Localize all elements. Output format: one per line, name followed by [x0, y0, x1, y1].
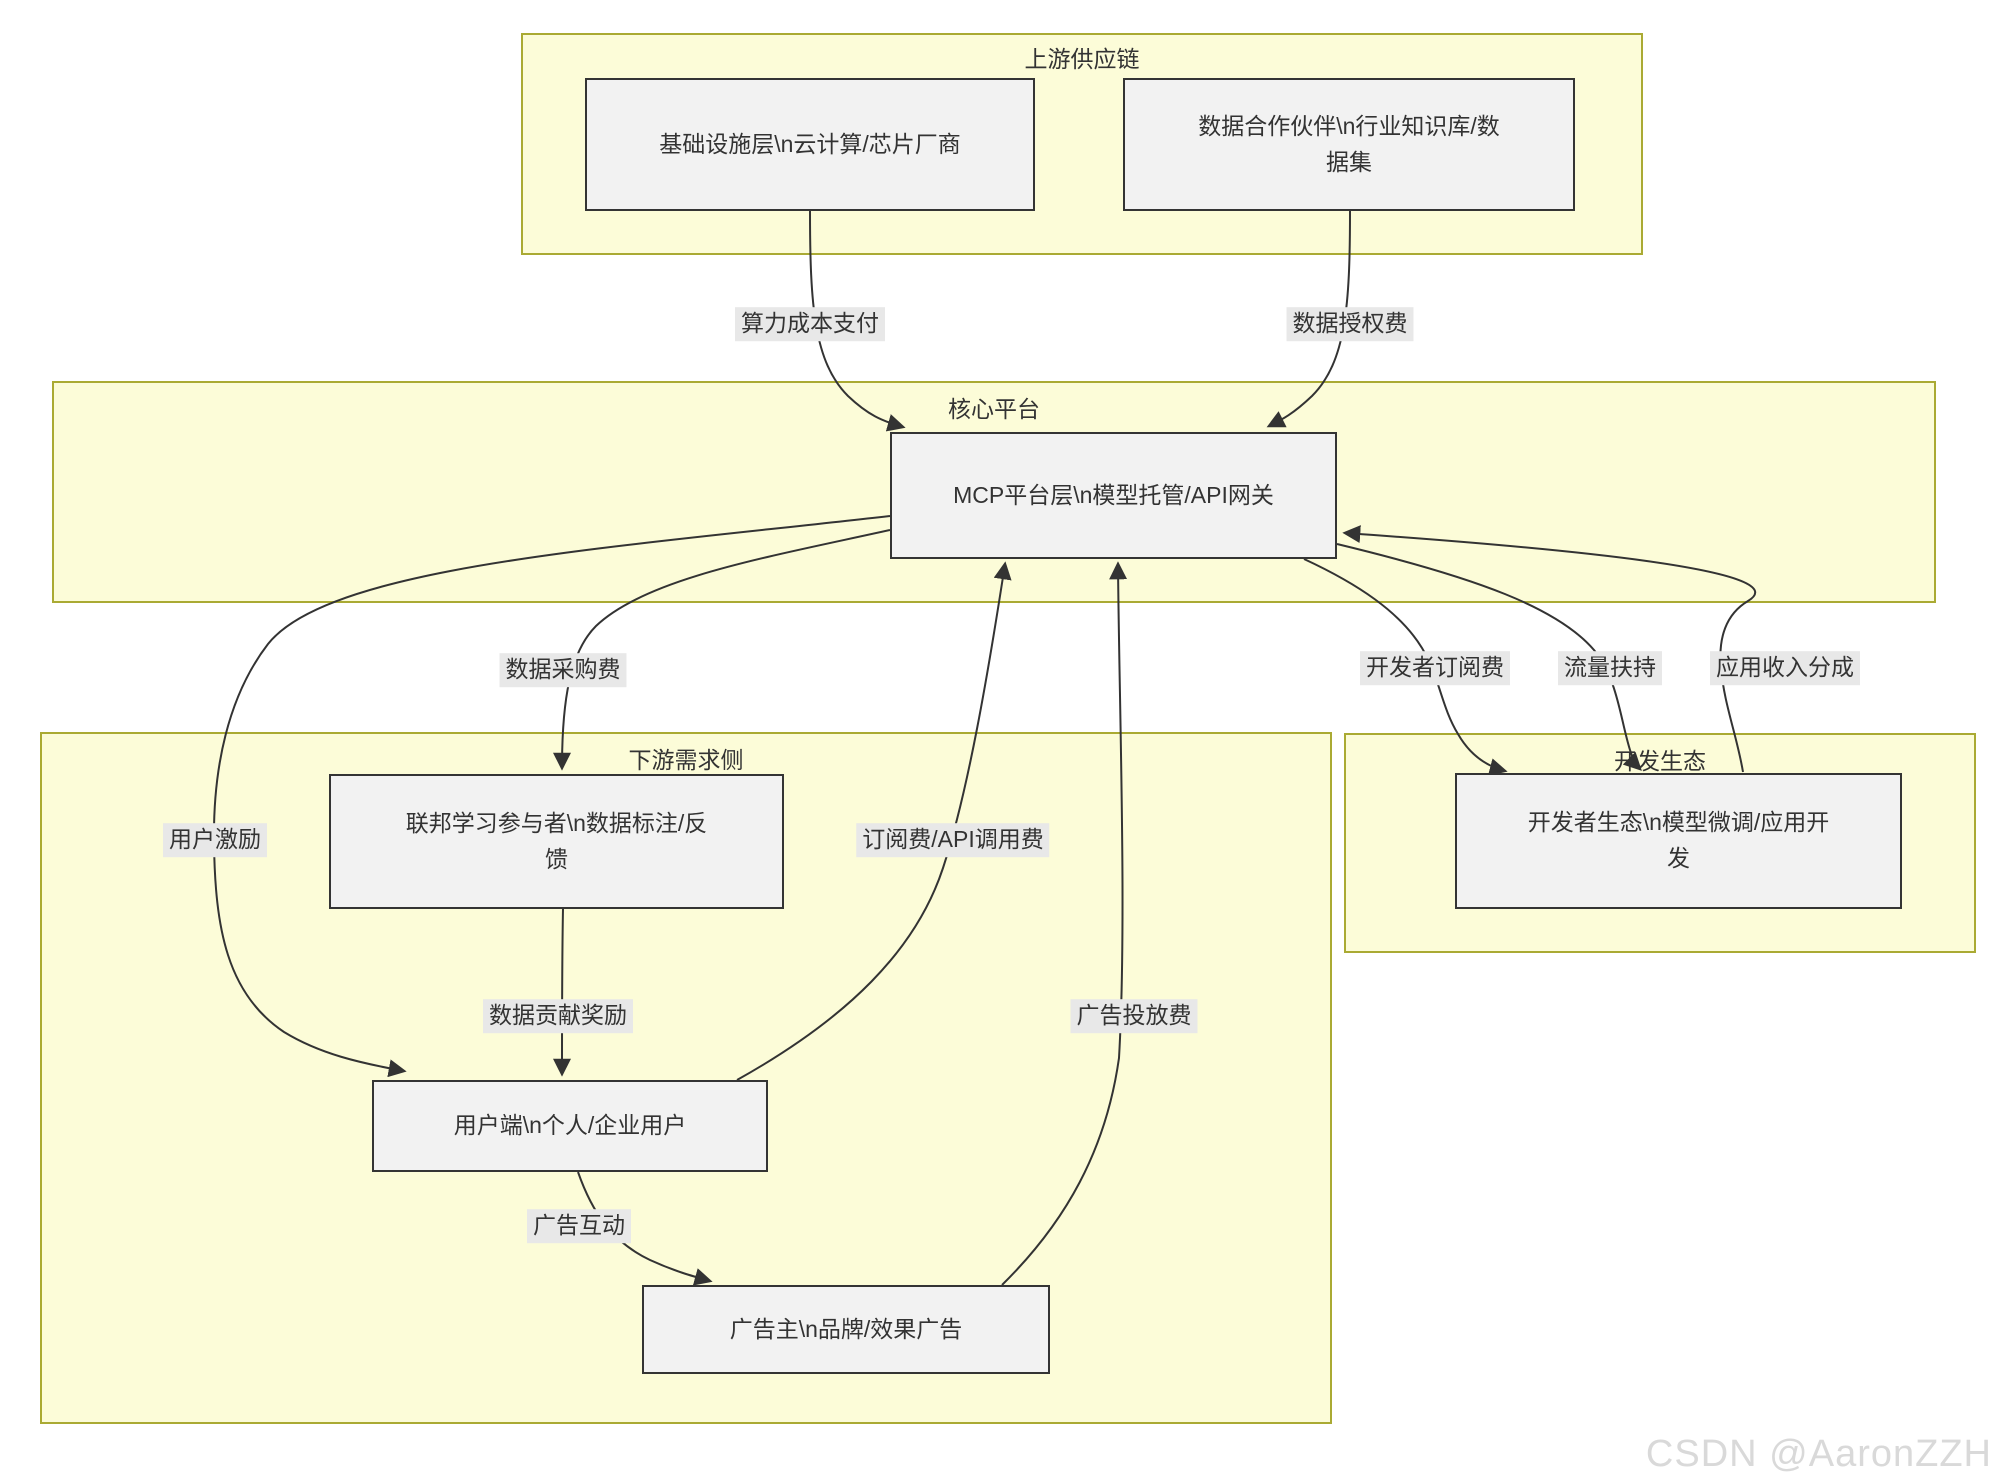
edge-data-contribution-reward [553, 908, 572, 1077]
csdn-watermark: CSDN @AaronZZH [1645, 1433, 1992, 1475]
node-federated-learning-label: 联邦学习参与者\n数据标注/反馈 [405, 809, 708, 872]
edge-label-app-revenue-share: 应用收入分成 [1710, 651, 1860, 685]
node-advertiser-label: 广告主\n品牌/效果广告 [729, 1315, 963, 1342]
edge-data-license-fee [1266, 210, 1351, 428]
edge-label-subscription-api-fee: 订阅费/API调用费 [856, 823, 1050, 857]
cluster-core-title: 核心平台 [948, 396, 1040, 422]
edge-label-ad-interaction: 广告互动 [527, 1209, 631, 1243]
edge-label-developer-subscription-fee: 开发者订阅费 [1360, 651, 1510, 685]
edge-label-data-contribution-reward: 数据贡献奖励 [483, 999, 633, 1033]
node-federated-learning: 联邦学习参与者\n数据标注/反馈 [329, 774, 784, 909]
node-developer-ecosystem-label: 开发者生态\n模型微调/应用开发 [1527, 809, 1830, 871]
node-user-label: 用户端\n个人/企业用户 [453, 1112, 687, 1139]
edge-user-incentive [212, 515, 891, 1078]
edge-ad-spend-fee [1001, 561, 1128, 1286]
edge-label-ad-spend-fee: 广告投放费 [1070, 999, 1198, 1033]
edge-label-user-incentive: 用户激励 [163, 823, 267, 857]
node-developer-ecosystem: 开发者生态\n模型微调/应用开发 [1455, 773, 1902, 909]
node-infrastructure: 基础设施层\n云计算/芯片厂商 [585, 78, 1035, 211]
edge-label-data-license-fee: 数据授权费 [1286, 307, 1414, 341]
edge-app-revenue-share [1342, 525, 1757, 773]
node-infrastructure-label: 基础设施层\n云计算/芯片厂商 [659, 130, 961, 157]
edge-subscription-api-fee [736, 561, 1012, 1081]
edge-label-compute-cost-payment: 算力成本支付 [735, 307, 885, 341]
node-advertiser: 广告主\n品牌/效果广告 [642, 1285, 1050, 1374]
edge-label-data-purchase-fee: 数据采购费 [499, 653, 627, 687]
cluster-upstream-title: 上游供应链 [1024, 46, 1140, 72]
edge-data-purchase-fee [553, 529, 891, 771]
cluster-downstream-title: 下游需求侧 [628, 747, 744, 773]
edge-label-traffic-support: 流量扶持 [1558, 651, 1662, 685]
node-user: 用户端\n个人/企业用户 [372, 1080, 768, 1172]
edge-compute-cost-payment [809, 210, 906, 432]
node-data-partner: 数据合作伙伴\n行业知识库/数据集 [1123, 78, 1575, 211]
node-mcp-platform: MCP平台层\n模型托管/API网关 [890, 432, 1337, 559]
edge-ad-interaction [577, 1171, 713, 1286]
node-mcp-platform-label: MCP平台层\n模型托管/API网关 [953, 481, 1274, 508]
node-data-partner-label: 数据合作伙伴\n行业知识库/数据集 [1198, 112, 1500, 175]
